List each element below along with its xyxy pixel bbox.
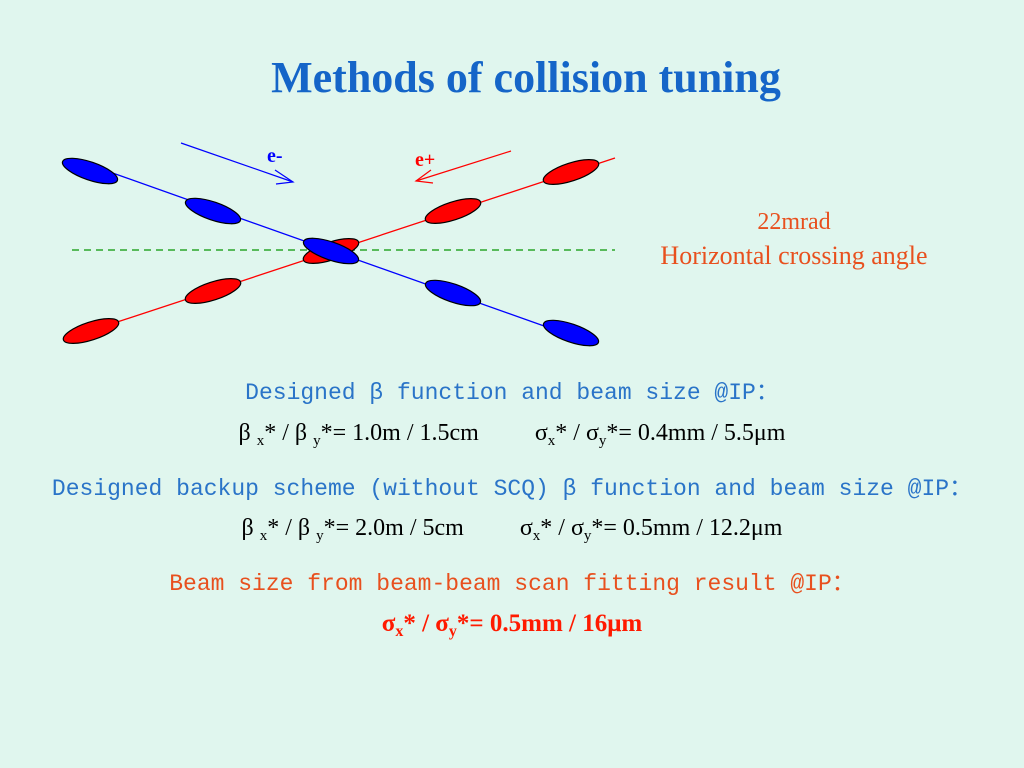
backup-heading: Designed backup scheme (without SCQ) β f… xyxy=(51,476,973,502)
electron-bunch xyxy=(542,319,600,347)
crossing-diagram: e- e+ 22mrad Horizontal crossing angle xyxy=(61,142,928,347)
positron-bunch xyxy=(542,159,600,185)
backup-beta-value: *= 2.0m / 5cm xyxy=(323,515,464,541)
designed-beta-sub-x: x xyxy=(256,433,265,449)
designed-sigma-sub-x: x xyxy=(547,433,556,449)
electron-bunch xyxy=(424,279,482,307)
backup-sigma-sub-x: x xyxy=(532,528,541,544)
electron-bunch xyxy=(61,157,119,185)
backup-sigma-mid: * / σ xyxy=(540,515,584,541)
backup-sigma-prefix: σ xyxy=(519,515,533,541)
designed-sigma-value: *= 0.4mm / 5.5μm xyxy=(606,420,786,446)
scan-sigma-mid: * / σ xyxy=(403,610,449,637)
positron-bunch xyxy=(62,318,120,344)
positron-direction-arrow xyxy=(414,150,512,184)
designed-beta-sub-y: y xyxy=(313,433,321,449)
scan-sigma-sub-x: x xyxy=(395,623,404,640)
designed-sigma-mid: * / σ xyxy=(555,420,599,446)
designed-beta-value: *= 1.0m / 1.5cm xyxy=(320,420,479,446)
electron-direction-arrow xyxy=(180,142,295,185)
positron-bunch xyxy=(424,198,482,224)
designed-heading: Designed β function and beam size @IP： xyxy=(245,380,779,406)
backup-beta-prefix: β xyxy=(241,515,260,541)
backup-beta-sub-x: x xyxy=(259,528,268,544)
positron-bunch xyxy=(184,278,242,304)
scan-values: σx* / σy*= 0.5mm / 16μm xyxy=(0,610,1024,641)
positron-label: e+ xyxy=(415,149,435,171)
designed-beta-mid: * / β xyxy=(264,420,314,446)
backup-sigma-value: *= 0.5mm / 12.2μm xyxy=(591,515,783,541)
backup-beta-mid: * / β xyxy=(267,515,317,541)
electron-label: e- xyxy=(267,145,283,167)
page-title: Methods of collision tuning xyxy=(271,53,781,102)
backup-beta-sub-y: y xyxy=(316,528,324,544)
electron-bunch xyxy=(302,237,360,265)
designed-beta-prefix: β xyxy=(238,420,257,446)
designed-sigma-prefix: σ xyxy=(534,420,548,446)
designed-sigma-sub-y: y xyxy=(598,433,607,449)
scan-sigma-sub-y: y xyxy=(448,623,457,640)
backup-sigma-sub-y: y xyxy=(583,528,592,544)
electron-bunch xyxy=(184,197,242,225)
crossing-angle-caption: Horizontal crossing angle xyxy=(660,241,927,270)
crossing-angle-value: 22mrad xyxy=(757,209,830,235)
scan-sigma-prefix: σ xyxy=(381,610,396,637)
scan-sigma-value: *= 0.5mm / 16μm xyxy=(456,610,643,637)
scan-heading: Beam size from beam-beam scan fitting re… xyxy=(169,571,855,597)
